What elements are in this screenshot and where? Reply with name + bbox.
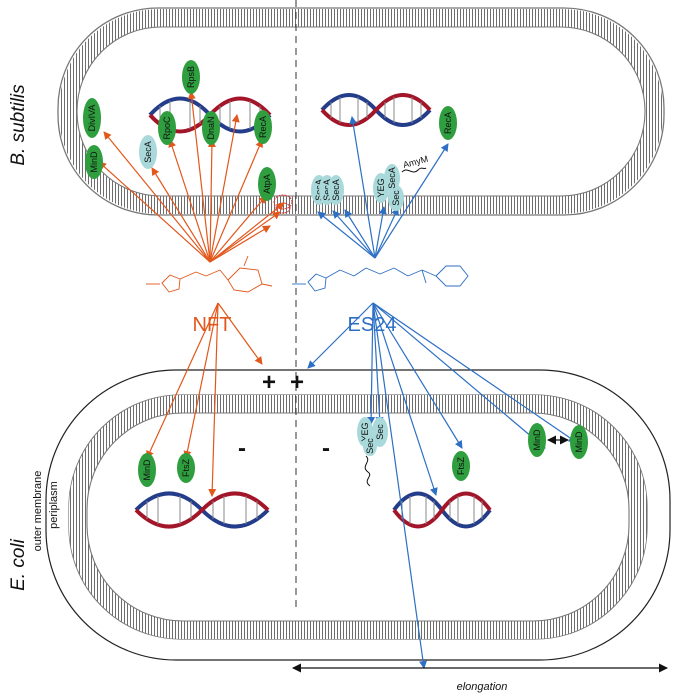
minus-sign-right: -: [322, 435, 330, 462]
svg-text:Sec: Sec: [365, 438, 375, 454]
protein-ftsz-ec-right: FtsZ: [452, 451, 470, 481]
svg-text:Sec: Sec: [375, 424, 385, 440]
protein-ftsz-ec-left: FtsZ: [177, 453, 195, 483]
svg-text:MinD: MinD: [532, 429, 542, 451]
es24-arrows-ec: [307, 302, 577, 669]
amym-peptide: AmyM: [401, 154, 429, 173]
svg-text:Sec: Sec: [391, 190, 401, 206]
svg-text:SecA: SecA: [143, 141, 153, 163]
protein-dnan: DnaN: [202, 111, 220, 145]
protein-atpa: AtpA: [258, 167, 276, 201]
elongation-label: elongation: [457, 681, 508, 693]
protein-reca-bs-right: RecA: [439, 106, 457, 140]
species-bottom-label: E. coli: [8, 538, 29, 591]
plus-sign-left: +: [262, 369, 276, 396]
es24-label: ES24: [348, 314, 397, 336]
nft-arrows-bs: [98, 91, 285, 263]
protein-mind-ec-left: MinD: [138, 453, 156, 487]
protein-seca-bs-left: SecA: [139, 135, 157, 169]
plus-sign-right: +: [290, 369, 304, 396]
outer-membrane-label: outer membrane: [32, 471, 44, 552]
species-top-label: B. subtilis: [8, 84, 29, 166]
protein-mind-bs: MinD: [85, 145, 103, 179]
nft-arrows-ec: [146, 302, 263, 497]
ecoli-cell: [45, 369, 671, 661]
protein-reca-bs-left: RecA: [254, 110, 272, 144]
protein-divivia: DivIVA: [83, 98, 101, 138]
svg-text:RpsB: RpsB: [186, 66, 196, 88]
protein-seca-bs-right: SecA: [384, 164, 400, 192]
es24-arrows-bs: [317, 116, 449, 259]
protein-sec-ec-1: Sec: [372, 417, 388, 447]
nft-structure-icon: [146, 255, 273, 293]
svg-text:SecA: SecA: [387, 167, 397, 189]
secretion-peptide-ec: [364, 455, 371, 487]
svg-text:SecA: SecA: [322, 179, 332, 201]
bsubtilis-cell: [57, 7, 665, 216]
protein-mind-ec-right-1: MinD: [528, 423, 546, 457]
svg-text:AmyM: AmyM: [402, 154, 429, 170]
svg-text:RecA: RecA: [443, 112, 453, 134]
svg-text:DnaN: DnaN: [206, 116, 216, 139]
svg-text:YEG: YEG: [360, 422, 370, 441]
svg-text:MinD: MinD: [142, 459, 152, 481]
protein-sec-ec-2: Sec: [363, 436, 377, 456]
es24-structure-icon: [292, 265, 469, 292]
protein-seca-3: SecA: [328, 175, 344, 205]
dna-helix-ec-left: [134, 491, 270, 529]
svg-text:RpoC: RpoC: [162, 116, 172, 140]
svg-text:RecA: RecA: [258, 116, 268, 138]
protein-rpoc: RpoC: [158, 111, 176, 145]
dna-helix-ec-right: [392, 491, 492, 529]
periplasm-label: periplasm: [48, 481, 60, 529]
nft-label: NFT: [193, 314, 232, 336]
svg-text:DivIVA: DivIVA: [87, 105, 97, 132]
svg-text:MinD: MinD: [89, 151, 99, 173]
svg-text:SecA: SecA: [331, 179, 341, 201]
svg-text:AtpA: AtpA: [262, 174, 272, 194]
minus-sign-left: -: [238, 435, 246, 462]
svg-text:FtsZ: FtsZ: [181, 459, 191, 477]
protein-mind-ec-right-2: MinD: [570, 425, 588, 459]
protein-rpsb: RpsB: [182, 60, 200, 94]
svg-text:YEG: YEG: [376, 178, 386, 197]
svg-text:FtsZ: FtsZ: [456, 457, 466, 475]
dna-helix-bs-right: [320, 93, 432, 127]
svg-text:MinD: MinD: [574, 431, 584, 453]
